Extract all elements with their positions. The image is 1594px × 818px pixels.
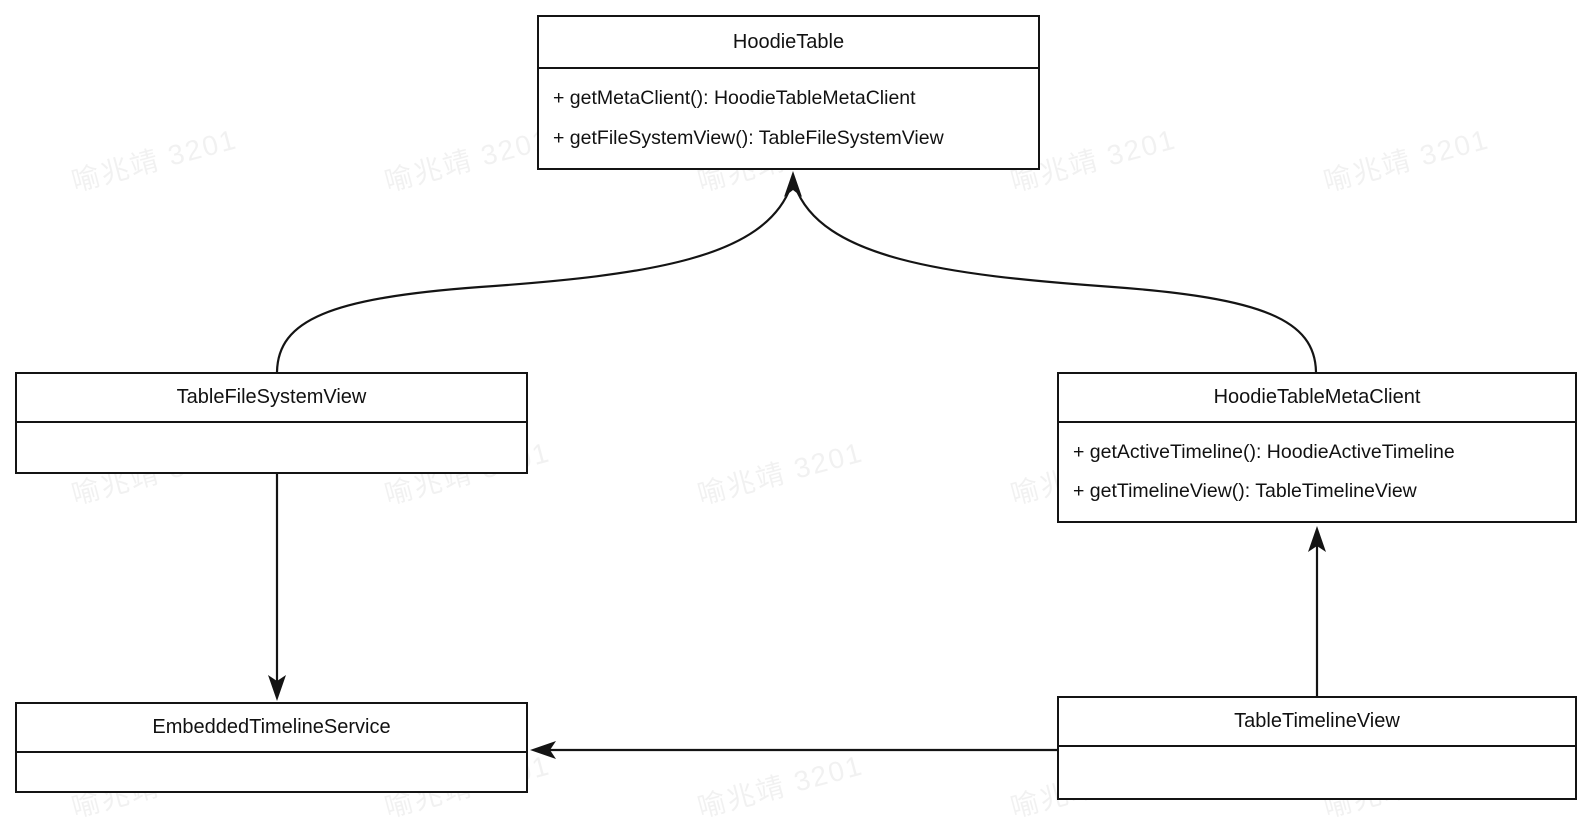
edge-hoodietablemetaclient-to-hoodietable: [793, 185, 1318, 373]
class-methods-empty: [17, 423, 526, 472]
method-label: + getFileSystemView(): TableFileSystemVi…: [553, 126, 944, 149]
class-box-tabletimelineview: TableTimelineView: [1057, 696, 1577, 800]
class-methods: + getActiveTimeline(): HoodieActiveTimel…: [1059, 423, 1575, 521]
method-label: + getTimelineView(): TableTimelineView: [1073, 480, 1417, 502]
class-title: EmbeddedTimelineService: [17, 704, 526, 753]
class-methods: + getMetaClient(): HoodieTableMetaClient…: [539, 69, 1038, 168]
class-title: HoodieTableMetaClient: [1059, 374, 1575, 423]
arrowhead-up-into-hoodietablemetaclient: [1308, 526, 1326, 552]
class-methods-empty: [17, 753, 526, 791]
class-box-embeddedtimelineservice: EmbeddedTimelineService: [15, 702, 528, 793]
class-box-hoodietable: HoodieTable + getMetaClient(): HoodieTab…: [537, 15, 1040, 170]
arrowhead-up-into-hoodietable: [784, 171, 802, 197]
arrowhead-down-into-embeddedtimelineservice: [268, 675, 286, 701]
method-label: + getActiveTimeline(): HoodieActiveTimel…: [1073, 441, 1455, 463]
class-methods-empty: [1059, 747, 1575, 798]
class-box-tablefilesystemview: TableFileSystemView: [15, 372, 528, 474]
class-box-hoodietablemetaclient: HoodieTableMetaClient + getActiveTimelin…: [1057, 372, 1577, 523]
class-title: HoodieTable: [539, 17, 1038, 69]
method-label: + getMetaClient(): HoodieTableMetaClient: [553, 87, 916, 110]
class-title: TableTimelineView: [1059, 698, 1575, 747]
class-title: TableFileSystemView: [17, 374, 526, 423]
edge-tablefilesystemview-to-hoodietable: [275, 185, 793, 373]
arrowhead-left-into-embeddedtimelineservice: [530, 741, 556, 759]
